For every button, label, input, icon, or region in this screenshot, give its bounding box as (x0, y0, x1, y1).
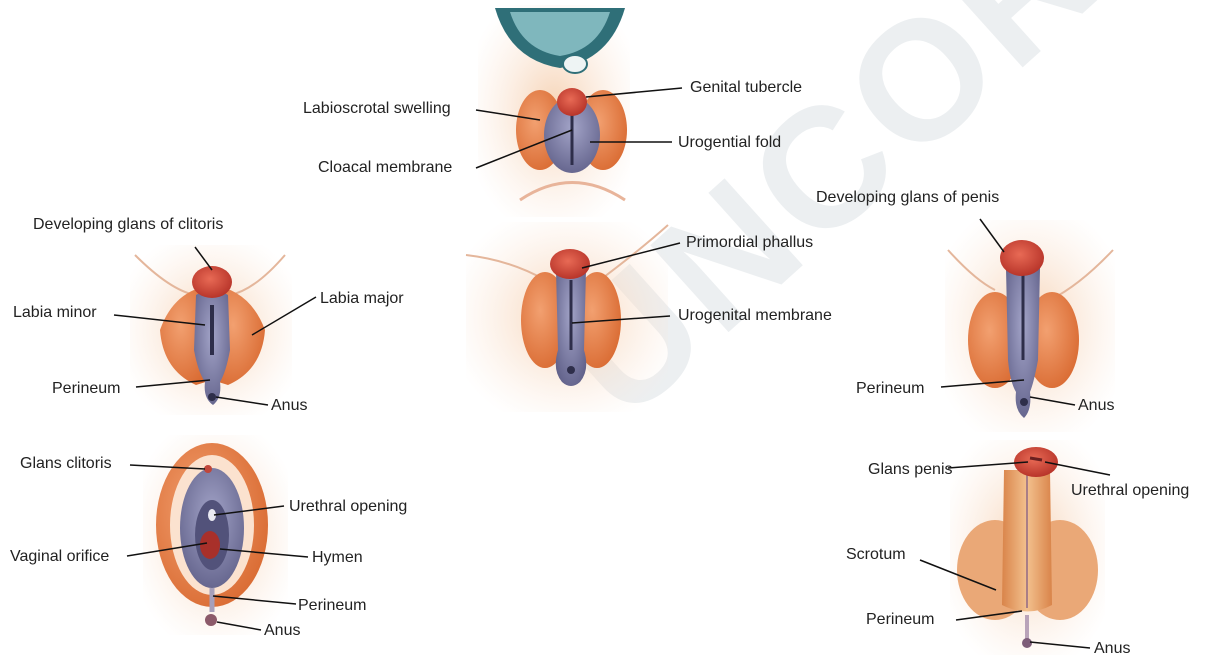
label-glans-penis: Glans penis (868, 461, 953, 479)
label-vaginal-orifice: Vaginal orifice (10, 548, 109, 566)
label-labioscrotal-swelling: Labioscrotal swelling (303, 100, 451, 118)
label-urogenital-membrane: Urogenital membrane (678, 307, 832, 325)
label-genital-tubercle: Genital tubercle (690, 79, 802, 97)
developing-female-illustration (130, 245, 292, 415)
label-developing-glans-penis: Developing glans of penis (816, 189, 999, 207)
label-urogential-fold: Urogential fold (678, 134, 781, 152)
label-perineum-f1: Perineum (52, 380, 120, 398)
adult-female-illustration (143, 435, 288, 635)
label-labia-major: Labia major (320, 290, 404, 308)
label-anus-m1: Anus (1078, 397, 1114, 415)
label-scrotum: Scrotum (846, 546, 906, 564)
adult-male-illustration (950, 440, 1105, 655)
label-perineum-m1: Perineum (856, 380, 924, 398)
label-perineum-m2: Perineum (866, 611, 934, 629)
label-developing-glans-clitoris: Developing glans of clitoris (33, 216, 223, 234)
label-labia-minor: Labia minor (13, 304, 97, 322)
label-urethral-opening-m: Urethral opening (1071, 482, 1189, 500)
label-primordial-phallus: Primordial phallus (686, 234, 813, 252)
label-cloacal-membrane: Cloacal membrane (318, 159, 452, 177)
label-urethral-opening-f: Urethral opening (289, 498, 407, 516)
primordial-phallus-illustration (466, 222, 668, 412)
indifferent-stage-illustration (478, 5, 630, 217)
label-anus-m2: Anus (1094, 640, 1130, 658)
label-hymen: Hymen (312, 549, 363, 567)
label-anus-f2: Anus (264, 622, 300, 640)
label-perineum-f2: Perineum (298, 597, 366, 615)
label-glans-clitoris: Glans clitoris (20, 455, 112, 473)
label-anus-f1: Anus (271, 397, 307, 415)
